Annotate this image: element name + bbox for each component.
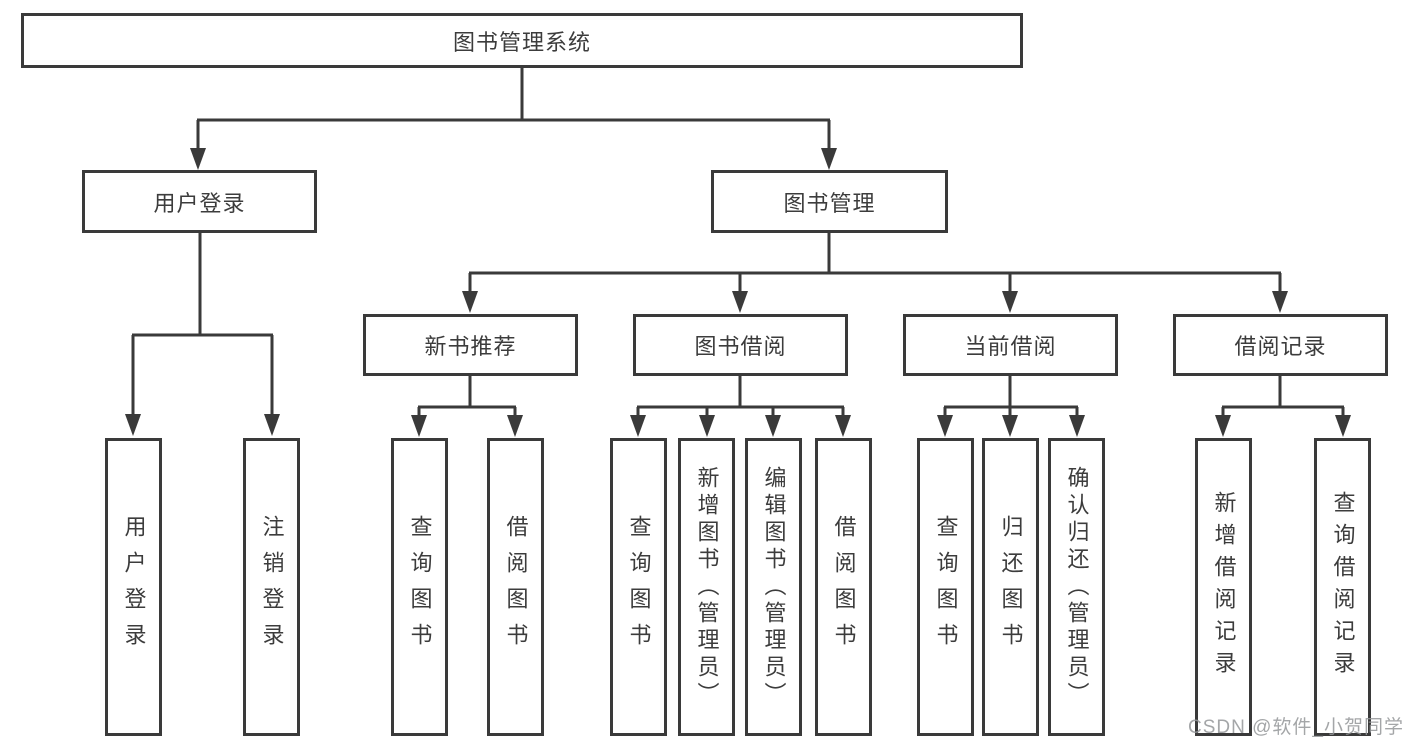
node-label: 图书管理系统: [452, 29, 591, 55]
node-book-management: 图书管理: [711, 170, 948, 233]
node-label: 借阅记录: [1234, 334, 1327, 359]
leaf-label: 查询图书: [933, 515, 959, 659]
arrowheads: [125, 148, 1351, 437]
node-label: 用户登录: [153, 190, 246, 216]
leaf-add-borrow-record: 新增借阅记录: [1195, 438, 1252, 736]
leaf-label: 用户登录: [121, 515, 147, 659]
leaf-label: 借阅图书: [831, 515, 857, 659]
leaf-label: 查询图书: [626, 515, 652, 659]
leaf-label: 新增借阅记录: [1211, 491, 1237, 683]
node-label: 图书管理: [783, 190, 876, 216]
leaf-label: 编辑图书（管理员）: [761, 465, 787, 709]
node-label: 当前借阅: [964, 334, 1057, 359]
node-new-book-recommendation: 新书推荐: [363, 314, 578, 376]
leaf-label: 借阅图书: [503, 515, 529, 659]
leaf-query-borrow-record: 查询借阅记录: [1314, 438, 1371, 736]
leaf-label: 归还图书: [998, 515, 1024, 659]
leaf-query-books: 查询图书: [391, 438, 448, 736]
csdn-watermark: CSDN @软件_小贺同学: [1188, 717, 1404, 738]
leaf-label: 确认归还（管理员）: [1064, 465, 1090, 709]
node-user-login: 用户登录: [82, 170, 317, 233]
leaf-user-login: 用户登录: [105, 438, 162, 736]
leaf-return-books: 归还图书: [982, 438, 1039, 736]
leaf-query-books: 查询图书: [610, 438, 667, 736]
leaf-label: 注销登录: [259, 515, 285, 659]
leaf-borrow-books: 借阅图书: [487, 438, 544, 736]
leaf-add-books-admin: 新增图书（管理员）: [678, 438, 735, 736]
leaf-label: 查询借阅记录: [1330, 491, 1356, 683]
node-label: 新书推荐: [424, 334, 517, 359]
node-current-borrowing: 当前借阅: [903, 314, 1118, 376]
leaf-query-books: 查询图书: [917, 438, 974, 736]
leaf-label: 新增图书（管理员）: [694, 465, 720, 709]
leaf-confirm-return-admin: 确认归还（管理员）: [1048, 438, 1105, 736]
leaf-logout: 注销登录: [243, 438, 300, 736]
connector-shafts: [131, 68, 1345, 419]
node-library-management-system: 图书管理系统: [21, 13, 1023, 68]
node-book-borrowing: 图书借阅: [633, 314, 848, 376]
leaf-label: 查询图书: [407, 515, 433, 659]
node-borrowing-records: 借阅记录: [1173, 314, 1388, 376]
leaf-borrow-books: 借阅图书: [815, 438, 872, 736]
leaf-edit-books-admin: 编辑图书（管理员）: [745, 438, 802, 736]
node-label: 图书借阅: [694, 334, 787, 359]
